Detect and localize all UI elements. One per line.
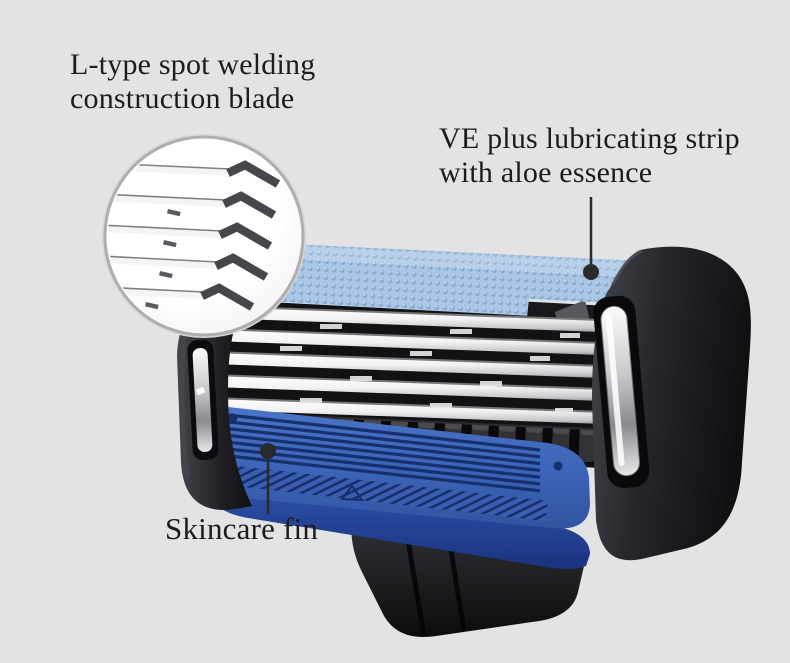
skincare-fin-panel (209, 406, 590, 529)
fin-pin-hole (553, 461, 563, 471)
left-end-cap (177, 305, 252, 510)
bottom-band (211, 488, 590, 569)
blade-strip (211, 328, 601, 355)
blade-strip (211, 305, 601, 332)
fin-ribs (227, 413, 541, 493)
strip-annotation-line1: VE plus lubricating strip (439, 122, 740, 155)
blade-annotation-line2: construction blade (70, 82, 295, 115)
fin-annotation-text: Skincare fin (165, 511, 319, 546)
magnified-blade (108, 222, 273, 250)
callout-dot-strip (583, 264, 599, 280)
metal-clip (192, 348, 213, 452)
right-end-cap (592, 246, 751, 561)
blade-annotation-label: L-type spot welding construction blade (70, 48, 315, 116)
fin-pin-hole (228, 413, 238, 423)
blade-strip (211, 397, 605, 424)
blade-strip (211, 374, 604, 401)
fin-triangle-mark (340, 484, 365, 502)
strip-annotation-line2: with aloe essence (439, 156, 653, 189)
magnified-blade (108, 253, 269, 281)
callout-dot-fin (260, 443, 276, 459)
fin-annotation-label: Skincare fin (165, 512, 318, 546)
strip-annotation-label: VE plus lubricating strip with aloe esse… (439, 122, 740, 190)
blade-annotation-line1: L-type spot welding (70, 48, 316, 81)
magnified-blade (108, 191, 277, 219)
fin-hatch-band (209, 463, 548, 521)
callouts (260, 197, 599, 514)
magnifier-circle (102, 134, 306, 338)
blade-strip (211, 351, 603, 378)
